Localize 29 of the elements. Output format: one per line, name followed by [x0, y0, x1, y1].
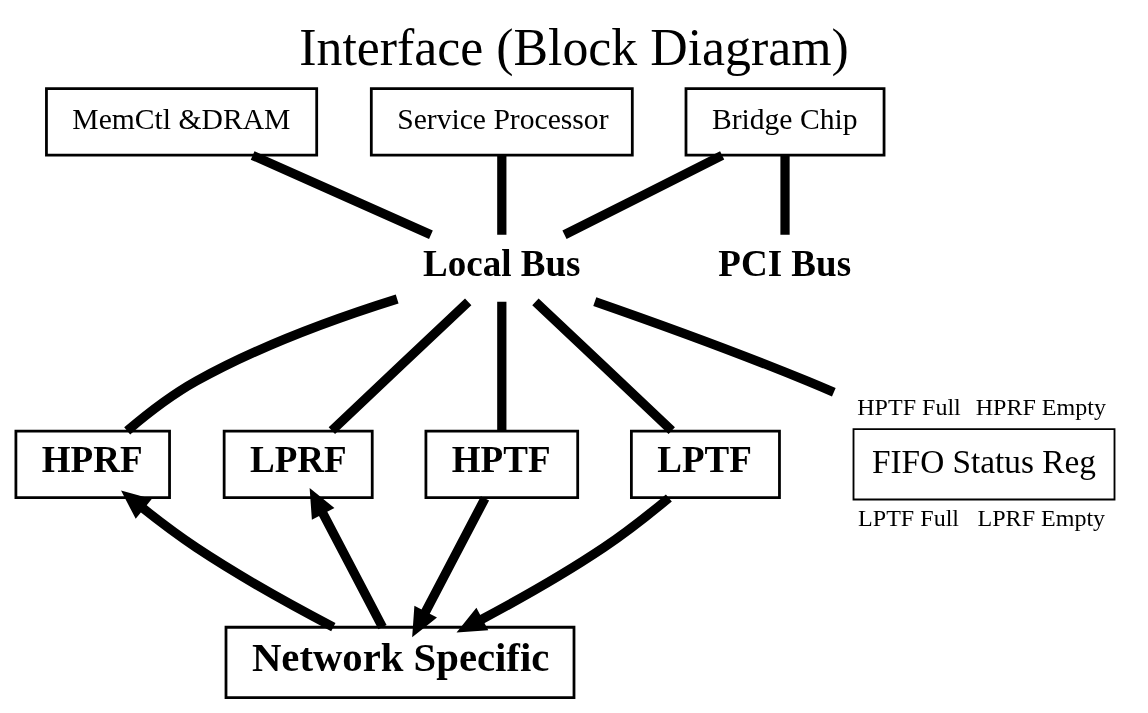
- connector: [124, 294, 399, 434]
- node-label: HPTF Full: [857, 393, 961, 420]
- node-box: LPRF: [222, 429, 374, 499]
- connector: [328, 297, 472, 434]
- node-box: Service Processor: [369, 86, 634, 157]
- connector: [593, 296, 836, 397]
- connector: [497, 301, 507, 431]
- connector: [562, 150, 725, 239]
- arrow: [121, 490, 336, 631]
- node-text: PCI Bus: [718, 242, 852, 284]
- node-box: MemCtl &DRAM: [45, 86, 319, 157]
- node-box: HPRF: [14, 429, 171, 499]
- connector: [250, 150, 433, 239]
- arrow: [456, 493, 672, 633]
- node-box: FIFO Status Reg: [852, 427, 1116, 500]
- node-text: Local Bus: [423, 242, 581, 284]
- connector: [532, 297, 675, 434]
- node-box: LPTF: [630, 429, 781, 499]
- node-box: Network Specific: [224, 625, 576, 699]
- arrow: [309, 487, 387, 629]
- connector: [780, 154, 790, 235]
- diagram-title: Interface (Block Diagram): [299, 18, 849, 76]
- node-box: HPTF: [424, 429, 580, 499]
- node-label: LPRF Empty: [977, 504, 1106, 531]
- node-label: HPRF Empty: [975, 393, 1106, 420]
- node-label: LPTF Full: [858, 504, 960, 531]
- connector: [497, 154, 507, 235]
- node-box: Bridge Chip: [684, 86, 886, 157]
- arrow: [412, 495, 490, 637]
